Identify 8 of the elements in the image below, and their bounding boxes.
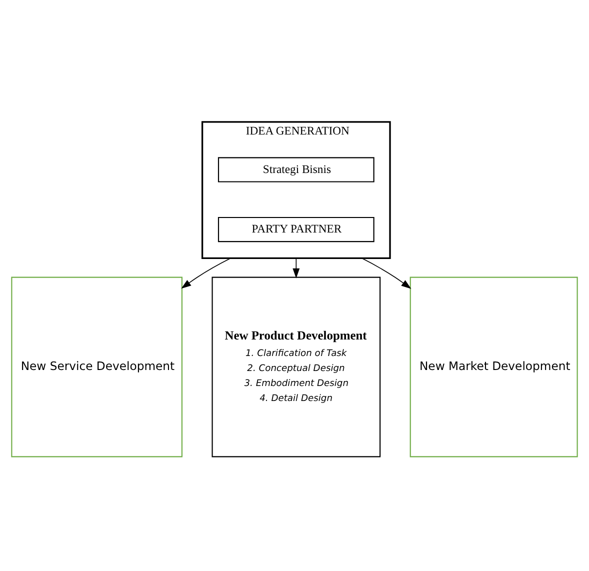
arrow — [292, 257, 300, 278]
arrow — [181, 257, 232, 288]
node-box: PARTY PARTNER — [218, 216, 374, 242]
node-box: New Service Development — [11, 276, 182, 457]
node-box: New Product Development 1. Clarification of Task 2. Conceptual Design 3. Embodiment Design 4. Detail Design — [212, 276, 381, 457]
node-box: Strategi Bisnis — [218, 156, 374, 182]
node-box: New Market Development — [410, 276, 578, 457]
arrow — [361, 257, 412, 288]
